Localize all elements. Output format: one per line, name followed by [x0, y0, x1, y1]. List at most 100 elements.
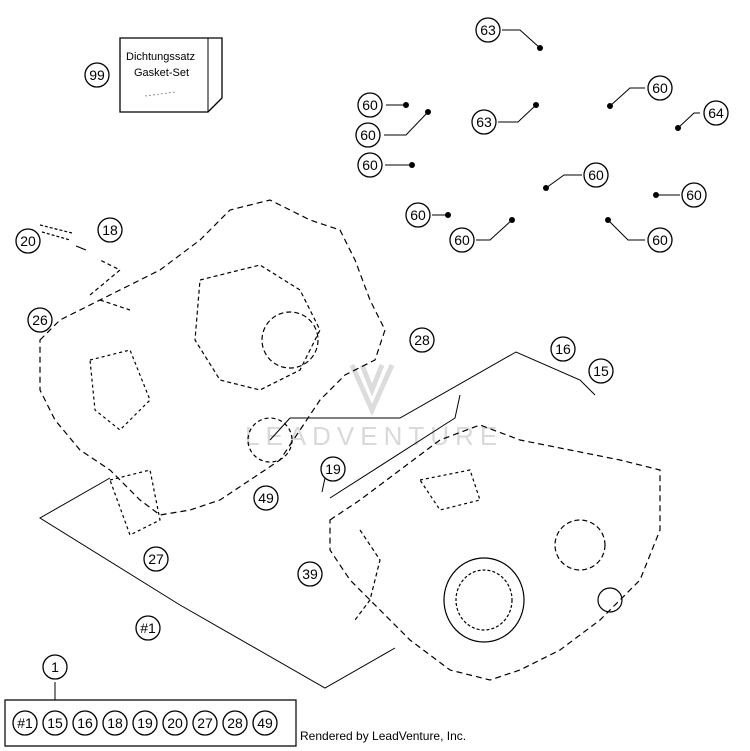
kit-item-circle — [192, 710, 218, 736]
callout-c1[interactable]: #1 — [135, 615, 161, 641]
kit-item[interactable]: 28 — [222, 710, 248, 736]
callout-circle — [97, 217, 123, 243]
callout-c60g[interactable]: 60 — [405, 202, 431, 228]
kit-item-circle — [102, 710, 128, 736]
callout-circle — [27, 307, 53, 333]
callout-c60f[interactable]: 60 — [681, 182, 707, 208]
callout-circle — [550, 336, 576, 362]
callout-circle — [703, 100, 729, 126]
callout-c49[interactable]: 49 — [253, 485, 279, 511]
gasket-set-label-de: Dichtungssatz — [126, 51, 195, 63]
kit-item[interactable]: 20 — [162, 710, 188, 736]
callout-gasket_box-callout[interactable]: 99 — [84, 62, 110, 88]
kit-item-circle — [222, 710, 248, 736]
callout-number: 60 — [686, 187, 702, 203]
callout-number: 1 — [51, 659, 59, 675]
kit-item-circle — [42, 710, 68, 736]
callout-circle — [355, 122, 381, 148]
callout-c20[interactable]: 20 — [15, 228, 41, 254]
kit-item-number: 27 — [197, 715, 213, 731]
callout-number: 60 — [652, 232, 668, 248]
callout-c39[interactable]: 39 — [297, 561, 323, 587]
kit-item[interactable]: 19 — [132, 710, 158, 736]
callout-number: 26 — [32, 312, 48, 328]
callout-assembly[interactable]: 1 — [42, 654, 68, 680]
callout-circle — [135, 615, 161, 641]
callout-circle — [647, 75, 673, 101]
kit-item[interactable]: 15 — [42, 710, 68, 736]
callout-circle — [475, 17, 501, 43]
callout-number: 60 — [362, 97, 378, 113]
kit-item-number: 16 — [77, 715, 93, 731]
callout-circle — [357, 92, 383, 118]
callout-c60d[interactable]: 60 — [647, 75, 673, 101]
callout-circle — [583, 162, 609, 188]
left-crankcase-half[interactable] — [39, 199, 386, 536]
callout-c60a[interactable]: 60 — [357, 92, 383, 118]
callout-number: 64 — [708, 105, 724, 121]
hardware-dots — [403, 45, 681, 223]
callout-circle — [15, 228, 41, 254]
callout-c63b[interactable]: 63 — [471, 109, 497, 135]
kit-item-circle — [12, 710, 38, 736]
kit-item[interactable]: #1 — [12, 710, 38, 736]
kit-item-number: 28 — [227, 715, 243, 731]
kit-contents-box — [4, 682, 297, 747]
callout-c64[interactable]: 64 — [703, 100, 729, 126]
callout-circle — [143, 546, 169, 572]
callout-circle — [405, 202, 431, 228]
callout-c60h[interactable]: 60 — [449, 227, 475, 253]
callout-circle — [647, 227, 673, 253]
kit-item[interactable]: 27 — [192, 710, 218, 736]
kit-item[interactable]: 49 — [252, 710, 278, 736]
callout-c16[interactable]: 16 — [550, 336, 576, 362]
kit-bracket — [39, 351, 596, 689]
callout-layer: 63 60 60 60 63 60 64 60 60 60 60 60 18 20 26 28 16 15 19 49… — [15, 17, 729, 680]
callout-number: 18 — [102, 222, 118, 238]
callout-number: #1 — [140, 620, 156, 636]
gasket-set-label-en: Gasket-Set — [134, 67, 189, 79]
kit-item[interactable]: 16 — [72, 710, 98, 736]
callout-c60i[interactable]: 60 — [647, 227, 673, 253]
callout-c27[interactable]: 27 — [143, 546, 169, 572]
callout-number: 15 — [593, 363, 609, 379]
credit-text: Rendered by LeadVenture, Inc. — [300, 729, 467, 743]
callout-c60e[interactable]: 60 — [583, 162, 609, 188]
callout-c26[interactable]: 26 — [27, 307, 53, 333]
callout-c60c[interactable]: 60 — [357, 152, 383, 178]
callout-circle — [449, 227, 475, 253]
callout-circle — [681, 182, 707, 208]
callout-c19[interactable]: 19 — [320, 456, 346, 482]
callout-c63a[interactable]: 63 — [475, 17, 501, 43]
callout-number: 49 — [258, 490, 274, 506]
kit-item-number: #1 — [17, 715, 33, 731]
callout-number: 27 — [148, 551, 164, 567]
callout-number: 63 — [476, 114, 492, 130]
callout-number: 99 — [89, 67, 105, 83]
callout-circle — [471, 109, 497, 135]
callout-number: 60 — [410, 207, 426, 223]
kit-item-number: 49 — [257, 715, 273, 731]
leader-lines — [321, 29, 700, 493]
callout-number: 16 — [555, 341, 571, 357]
callout-c15[interactable]: 15 — [588, 358, 614, 384]
kit-item-circle — [252, 710, 278, 736]
callout-number: 20 — [20, 233, 36, 249]
kit-item-number: 19 — [137, 715, 153, 731]
right-crankcase-half[interactable] — [329, 424, 661, 681]
callout-number: 19 — [325, 461, 341, 477]
gasket-set-box[interactable]: Dichtungssatz Gasket-Set — [119, 37, 223, 113]
kit-item-number: 18 — [107, 715, 123, 731]
callout-number: 60 — [454, 232, 470, 248]
callout-number: 39 — [302, 566, 318, 582]
callout-c28[interactable]: 28 — [409, 327, 435, 353]
callout-circle — [409, 327, 435, 353]
callout-number: 28 — [414, 332, 430, 348]
callout-circle — [588, 358, 614, 384]
callout-c60b[interactable]: 60 — [355, 122, 381, 148]
kit-item[interactable]: 18 — [102, 710, 128, 736]
callout-c18[interactable]: 18 — [97, 217, 123, 243]
callout-circle — [357, 152, 383, 178]
callout-circle — [42, 654, 68, 680]
